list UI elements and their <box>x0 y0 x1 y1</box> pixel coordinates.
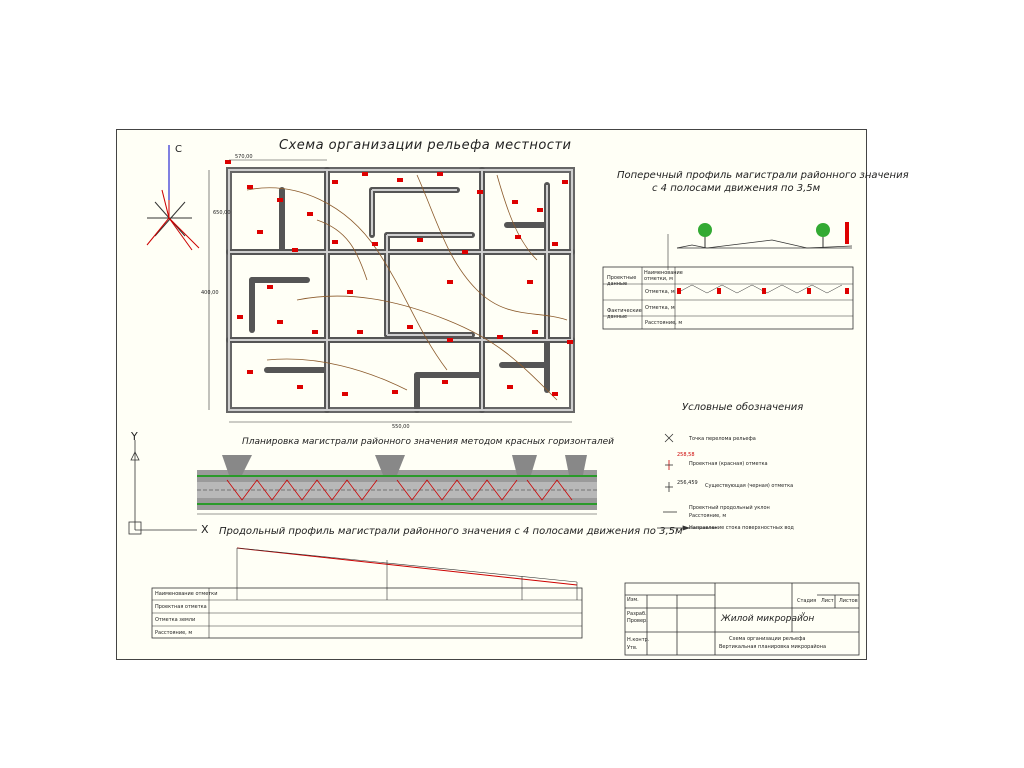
north-label: С <box>175 144 182 155</box>
cross-row-4: Расстояние, м <box>645 320 683 326</box>
cross-row-1: Наименование отметки, м <box>644 270 683 282</box>
title-block-project: Жилой микрорайон <box>721 614 815 624</box>
title-block-stage-val: У <box>802 612 806 618</box>
title-block-stage: Стадия <box>797 598 817 604</box>
drawing-sheet: Схема организации рельефа местности С По… <box>116 129 909 660</box>
drawing-canvas <box>128 145 860 656</box>
cross-profile <box>602 222 854 330</box>
title-block-label-1: Изм. <box>627 597 639 603</box>
cross-header-2: Фактические данные <box>607 308 642 320</box>
ucs-icon <box>128 440 197 535</box>
cross-row-2: Отметка, м <box>645 289 675 295</box>
title-block-role-5: Утв. <box>627 645 638 651</box>
scheme-title: Схема организации рельефа местности <box>279 138 572 153</box>
scheme-dim-bottom: 550,00 <box>392 424 410 430</box>
long-row-1: Наименование отметки <box>155 591 218 597</box>
scheme-red-marks <box>225 160 573 396</box>
long-row-2: Проектная отметка <box>155 604 207 610</box>
legend-red-value: 258,58 <box>677 452 695 458</box>
title-block-sheet: Лист <box>821 598 834 604</box>
legend-item-3: Существующая (черная) отметка <box>705 483 794 489</box>
scheme-dim-left-2: 400,00 <box>201 290 219 296</box>
scheme-dimensions <box>208 159 572 423</box>
title-block-sheets: Листов <box>839 598 858 604</box>
title-block-role-4: Н.контр. <box>627 637 650 643</box>
title-block <box>624 582 860 656</box>
legend-black-value: 256,459 <box>677 480 698 486</box>
cross-row-3: Отметка, м <box>645 305 675 311</box>
legend-item-2: Проектная (красная) отметка <box>689 461 768 467</box>
legend-symbols <box>657 433 717 531</box>
legend-item-1: Точка перелома рельефа <box>689 436 756 442</box>
north-arrow-icon <box>146 145 200 251</box>
long-profile <box>151 547 583 639</box>
scheme-dim-top: 570,00 <box>235 154 253 160</box>
long-profile-title: Продольный профиль магистрали районного … <box>219 526 683 537</box>
scheme-contours <box>246 174 568 401</box>
scheme-roads-inner <box>228 169 573 411</box>
plan-strip <box>197 455 597 515</box>
ucs-x-label: X <box>201 523 209 536</box>
ucs-y-label: Y <box>131 430 138 443</box>
cross-header-1: Проектные данные <box>607 275 637 287</box>
title-block-role-2: Провер. <box>627 618 648 624</box>
legend-distance-label: Расстояние, м <box>689 513 727 519</box>
legend-title: Условные обозначения <box>682 402 804 413</box>
cross-title-line-2: с 4 полосами движения по 3,5м <box>652 183 821 194</box>
long-row-4: Расстояние, м <box>155 630 193 636</box>
title-block-desc-1: Схема организации рельефа <box>729 636 806 642</box>
plan-title: Планировка магистрали районного значения… <box>242 437 614 447</box>
long-row-3: Отметка земли <box>155 617 196 623</box>
title-block-desc-2: Вертикальная планировка микрорайона <box>719 644 827 650</box>
cross-title-line-1: Поперечный профиль магистрали районного … <box>617 170 909 181</box>
legend-item-4: Проектный продольный уклон <box>689 505 770 511</box>
title-block-role-1: Разраб. <box>627 611 647 617</box>
scheme-dim-left-1: 650,00 <box>213 210 231 216</box>
legend-item-5: Направление стока поверхностных вод <box>689 525 794 531</box>
